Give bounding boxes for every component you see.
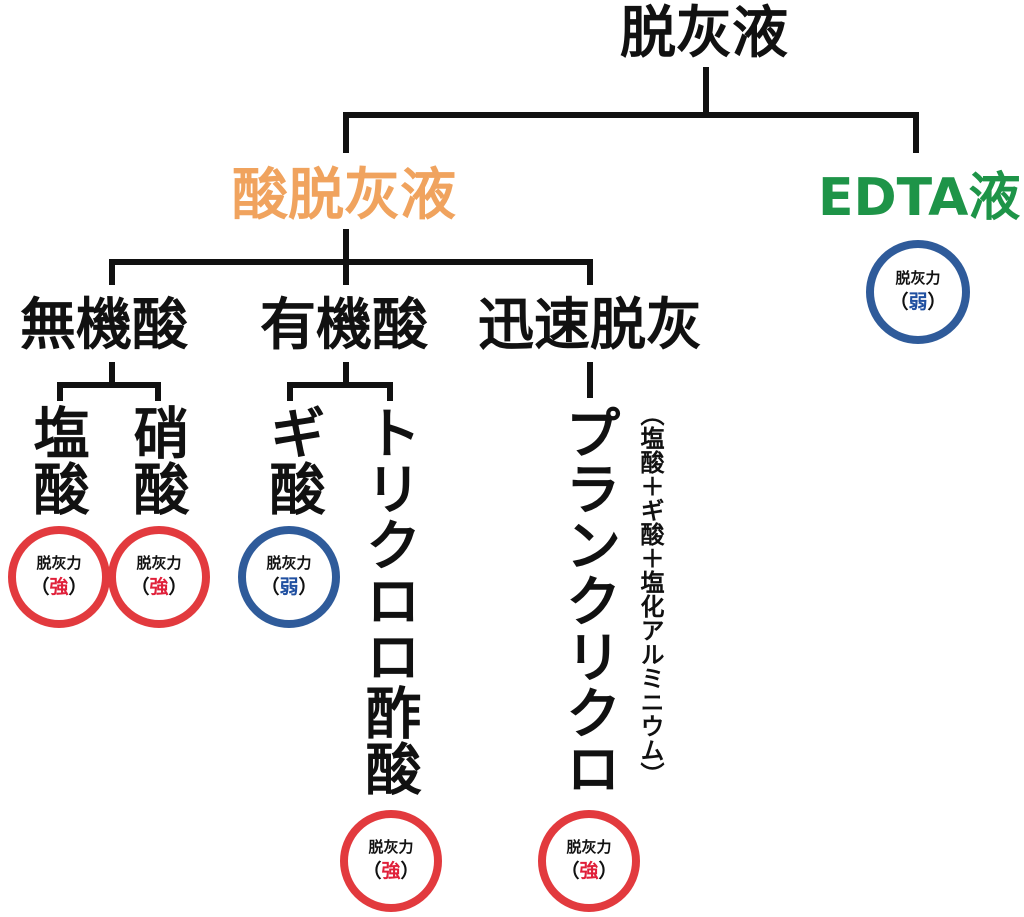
nitric-strength-value: 強 (149, 575, 169, 598)
plank-strength-value: 強 (579, 859, 599, 882)
hcl-strength-badge: 脱灰力 （強） (8, 526, 110, 628)
hcl-label: 塩酸 (24, 404, 89, 516)
nitric-acid-label: 硝酸 (124, 404, 189, 516)
edta-strength-label: 脱灰力 (895, 269, 941, 288)
edta-strength-badge: 脱灰力 （弱） (866, 240, 970, 344)
inorganic-acid-label: 無機酸 (20, 293, 188, 358)
formic-strength-badge: 脱灰力 （弱） (238, 526, 340, 628)
plank-strength-badge: 脱灰力 （強） (538, 810, 640, 912)
edta-strength-value: 弱 (908, 290, 928, 313)
tca-strength-value: 強 (381, 859, 401, 882)
edta-label: EDTA液 (818, 168, 1021, 228)
rapid-decalcification-label: 迅速脱灰 (478, 293, 702, 358)
tca-strength-badge: 脱灰力 （強） (340, 810, 442, 912)
hcl-strength-value: 強 (49, 575, 69, 598)
edta-strength-value-wrap: （弱） (889, 290, 947, 313)
organic-acid-label: 有機酸 (260, 293, 428, 358)
formic-acid-label: ギ酸 (260, 404, 325, 516)
trichloroacetic-acid-label: トリクロロ酢酸 (356, 404, 421, 796)
plank-rychlo-composition-note: （塩酸＋ギ酸＋塩化アルミニウム） (636, 402, 664, 786)
root-label: 脱灰液 (620, 1, 788, 66)
nitric-strength-badge: 脱灰力 （強） (108, 526, 210, 628)
acid-decalcifier-label: 酸脱灰液 (232, 163, 456, 228)
formic-strength-value: 弱 (279, 575, 299, 598)
plank-rychlo-label: プランクリクロ (556, 404, 621, 796)
